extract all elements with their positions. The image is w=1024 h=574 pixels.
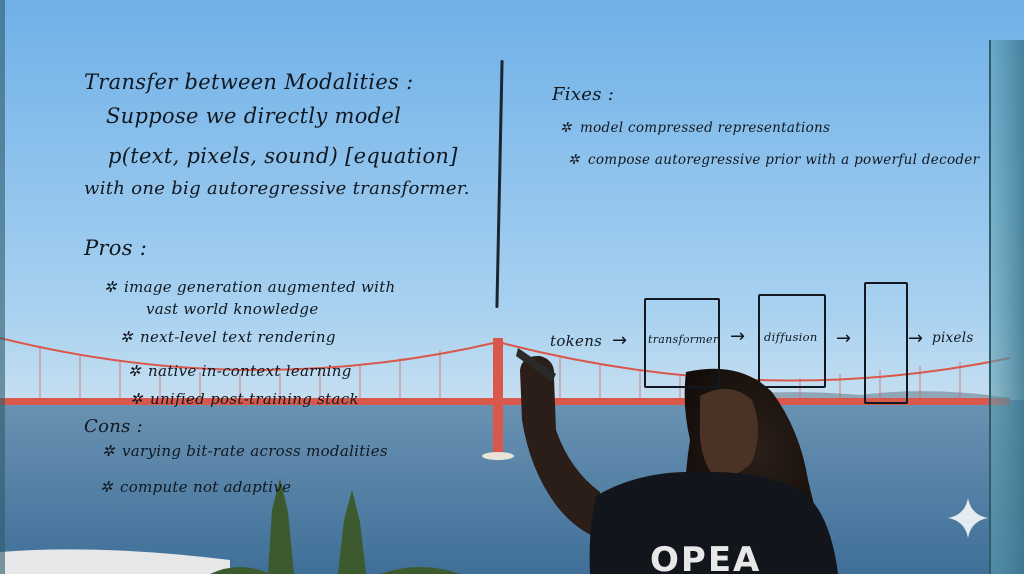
con-item: ✲compute not adaptive — [100, 478, 292, 496]
shirt-lettering: OPEA — [650, 540, 762, 574]
window-frame-left — [0, 0, 5, 574]
presenter-silhouette — [516, 348, 838, 574]
bullet-icon: ✲ — [120, 328, 133, 346]
intro-line-2: p(text, pixels, sound) [equation] — [108, 144, 458, 168]
bullet-icon: ✲ — [560, 120, 572, 136]
pro-item: ✲unified post-training stack — [130, 390, 359, 408]
pro-item: ✲next-level text rendering — [120, 328, 336, 346]
transformer-box — [644, 298, 720, 388]
pipeline-arrow: → — [908, 328, 924, 349]
fix-item: ✲compose autoregressive prior with a pow… — [568, 152, 980, 168]
glass-panel — [990, 40, 1024, 574]
pro-item: ✲image generation augmented with — [104, 278, 396, 296]
bullet-icon: ✲ — [568, 152, 580, 168]
trees — [210, 478, 460, 574]
bullet-icon: ✲ — [100, 478, 113, 496]
shoreline — [0, 549, 230, 574]
diffusion-label: diffusion — [764, 330, 818, 344]
intro-line-3: with one big autoregressive transformer. — [84, 178, 470, 199]
bay-water — [0, 400, 1024, 574]
fixes-heading: Fixes : — [552, 84, 615, 105]
pipeline-arrow: → — [612, 330, 628, 351]
pro-item: ✲native in-context learning — [128, 362, 352, 380]
pipeline-arrow: → — [836, 328, 852, 349]
fix-item: ✲model compressed representations — [560, 120, 831, 136]
pipeline-output: pixels — [932, 330, 974, 346]
pro-item-continuation: vast world knowledge — [146, 300, 319, 318]
diffusion-box — [758, 294, 826, 388]
section-title: Transfer between Modalities : — [84, 70, 414, 94]
decoder-box — [864, 282, 908, 404]
bullet-icon: ✲ — [130, 390, 143, 408]
transformer-label: transformer — [648, 333, 719, 346]
sparkle-icon — [948, 498, 988, 538]
cons-heading: Cons : — [84, 416, 144, 437]
bullet-icon: ✲ — [104, 278, 117, 296]
golden-gate-bridge — [0, 337, 1011, 460]
pipeline-input: tokens — [550, 332, 603, 350]
pipeline-arrow: → — [730, 326, 746, 347]
pros-heading: Pros : — [84, 236, 148, 260]
con-item: ✲varying bit-rate across modalities — [102, 442, 388, 460]
intro-line-1: Suppose we directly model — [106, 104, 402, 128]
bullet-icon: ✲ — [128, 362, 141, 380]
bullet-icon: ✲ — [102, 442, 115, 460]
